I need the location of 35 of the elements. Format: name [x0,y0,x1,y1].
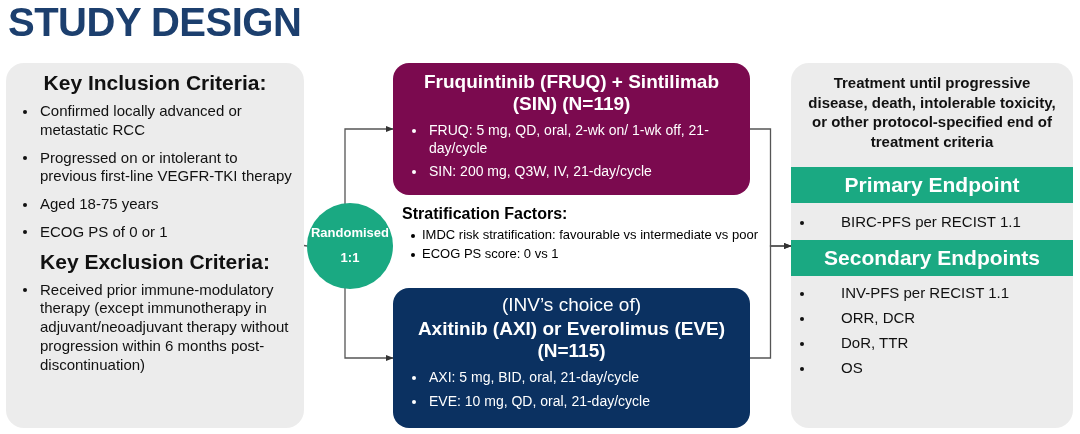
heading: Axitinib (AXI) or Everolimus (EVE) (N=115) [416,318,727,362]
bullet-item: ECOG PS of 0 or 1 [14,222,296,242]
description-text: Treatment until progressive disease, death, intolerable toxicity, or other protocol-specified end of treatment criteria [807,73,1057,152]
secondary-endpoint-band [791,240,1073,276]
heading: Key Inclusion Criteria: [42,71,268,95]
bullet-item: Received prior immune-modulatory therapy (except immunotherapy in adjuvant/neoadjuvant therapy without progression within 6 months post-discontinuation) [14,280,296,375]
criteria-panel [6,63,304,428]
band-heading: Primary Endpoint [843,173,1021,197]
circle-label: Randomised 1:1 [310,224,390,267]
bullet-item: SIN: 200 mg, Q3W, IV, 21-day/cycle [403,163,740,181]
bullet-item: EVE: 10 mg, QD, oral, 21-day/cycle [403,392,740,410]
heading: Key Exclusion Criteria: [39,249,271,274]
bullet-item: Progressed on or intolerant to previous first-line VEGFR-TKI therapy [14,148,296,186]
bullet-item: BIRC-PFS per RECIST 1.1 [791,213,1073,230]
bullet-item: Aged 18-75 years [14,195,296,214]
section-heading: Stratification Factors: [402,205,569,223]
endpoints-panel [791,63,1073,428]
band-heading: Secondary Endpoints [823,246,1041,270]
control-arm-box [393,288,750,428]
bullet-item: FRUQ: 5 mg, QD, oral, 2-wk on/ 1-wk off, 21- day/cycle [403,122,740,157]
title: STUDY DESIGN [8,0,302,45]
experimental-arm-box [393,63,750,195]
bullet-item: IMDC risk stratification: favourable vs intermediate vs poor [402,227,758,242]
bullet-item: Confirmed locally advanced or metastatic RCC [14,102,296,140]
heading: Fruquintinib (FRUQ) + Sintilimab (SIN) (N=119) [423,71,720,115]
bullet-item: INV-PFS per RECIST 1.1 [791,284,1073,301]
bullet-item: OS [791,359,1073,376]
bullet-item: AXI: 5 mg, BID, oral, 21-day/cycle [403,369,740,387]
bullet-item: ORR, DCR [791,309,1073,326]
bullet-item: DoR, TTR [791,334,1073,351]
arrow [749,242,792,359]
bullet-item: ECOG PS score: 0 vs 1 [402,246,559,261]
subheading: (INV’s choice of) [501,294,642,316]
primary-endpoint-band [791,167,1073,203]
connector-line [303,244,308,247]
